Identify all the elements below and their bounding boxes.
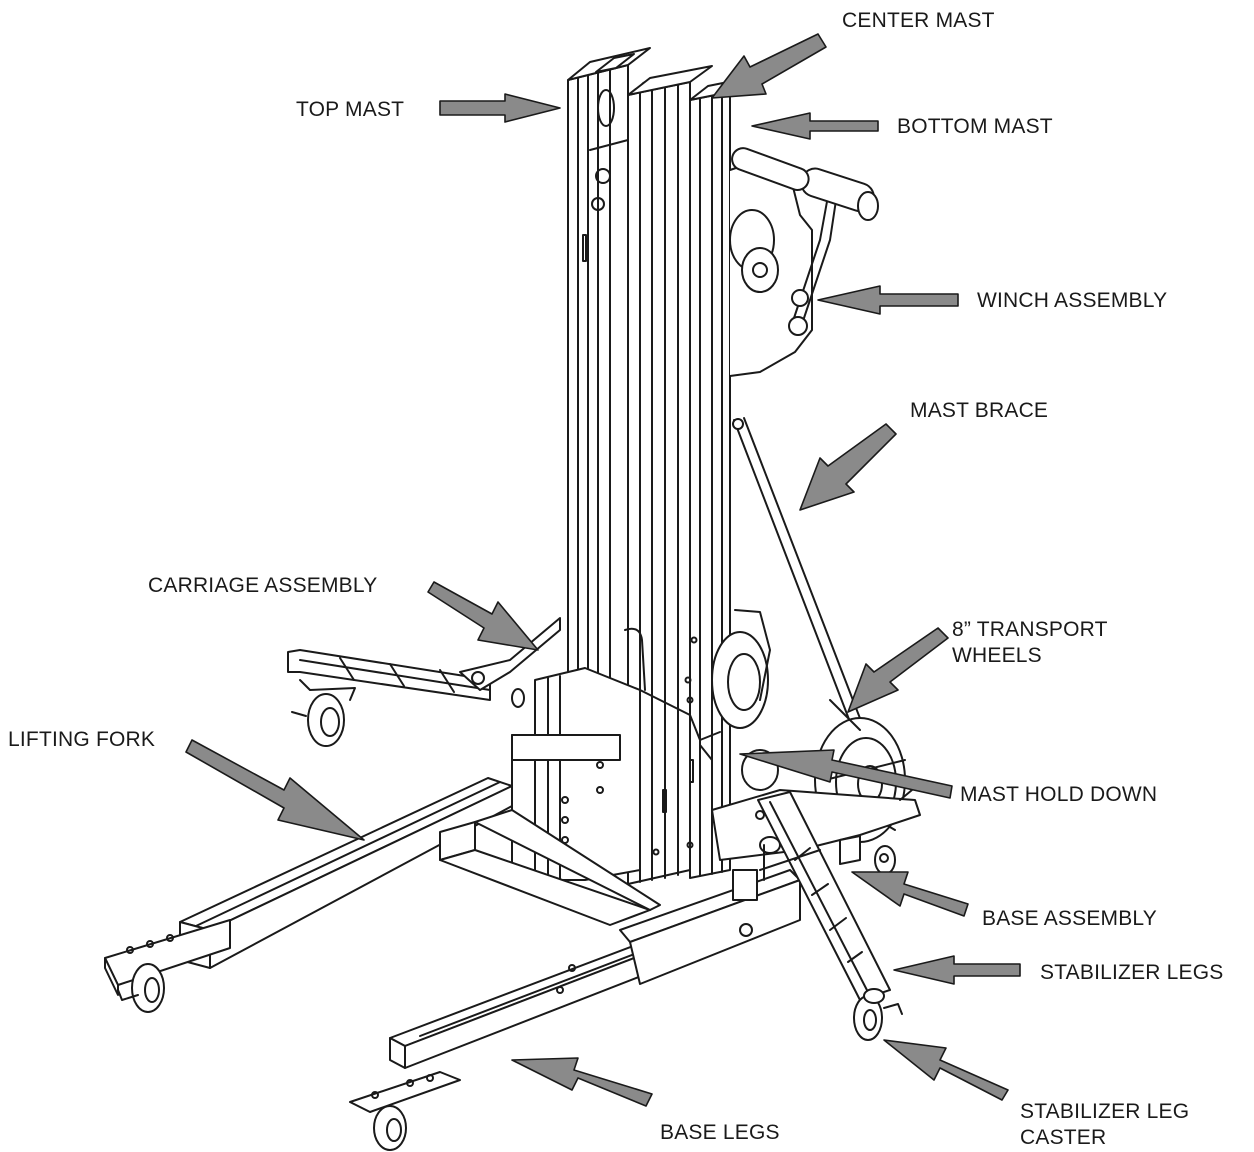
callout-arrows — [185, 33, 1021, 1107]
label-transport-wheels-1: 8” TRANSPORT — [952, 618, 1108, 641]
arrow-transport-wheels — [847, 627, 949, 713]
stabilizer-leg-caster — [853, 988, 903, 1041]
arrow-top-mast — [439, 93, 561, 123]
label-base-assembly: BASE ASSEMBLY — [982, 907, 1157, 930]
arrow-base-assembly — [851, 871, 969, 917]
label-transport-wheels-2: WHEELS — [952, 644, 1042, 667]
arrow-stabilizer-legs — [893, 955, 1021, 985]
label-stabilizer-leg-caster-1: STABILIZER LEG — [1020, 1100, 1190, 1123]
label-lifting-fork: LIFTING FORK — [8, 728, 156, 751]
label-mast-brace: MAST BRACE — [910, 399, 1049, 422]
label-mast-hold-down: MAST HOLD DOWN — [960, 783, 1158, 806]
arrow-carriage — [427, 581, 539, 651]
label-carriage-assembly: CARRIAGE ASSEMBLY — [148, 574, 378, 597]
arrow-lifting-fork — [185, 739, 365, 841]
arrow-base-legs — [511, 1057, 653, 1107]
rear-crossbar — [287, 617, 561, 747]
arrow-mast-brace — [799, 423, 897, 511]
label-top-mast: TOP MAST — [296, 98, 405, 121]
label-bottom-mast: BOTTOM MAST — [897, 115, 1053, 138]
arrow-center-mast — [711, 33, 827, 99]
label-stabilizer-leg-caster-2: CASTER — [1020, 1126, 1107, 1149]
stabilizer-legs — [755, 791, 891, 1001]
winch-assembly — [729, 147, 879, 421]
arrow-winch — [817, 285, 959, 315]
arrow-mast-hold-down — [739, 749, 953, 799]
arrow-bottom-mast — [751, 112, 879, 140]
label-stabilizer-legs: STABILIZER LEGS — [1040, 961, 1224, 984]
arrow-stabilizer-caster — [883, 1039, 1009, 1101]
base-legs — [104, 836, 801, 1151]
label-base-legs: BASE LEGS — [660, 1121, 780, 1144]
label-winch-assembly: WINCH ASSEMBLY — [977, 289, 1168, 312]
label-center-mast: CENTER MAST — [842, 9, 995, 32]
